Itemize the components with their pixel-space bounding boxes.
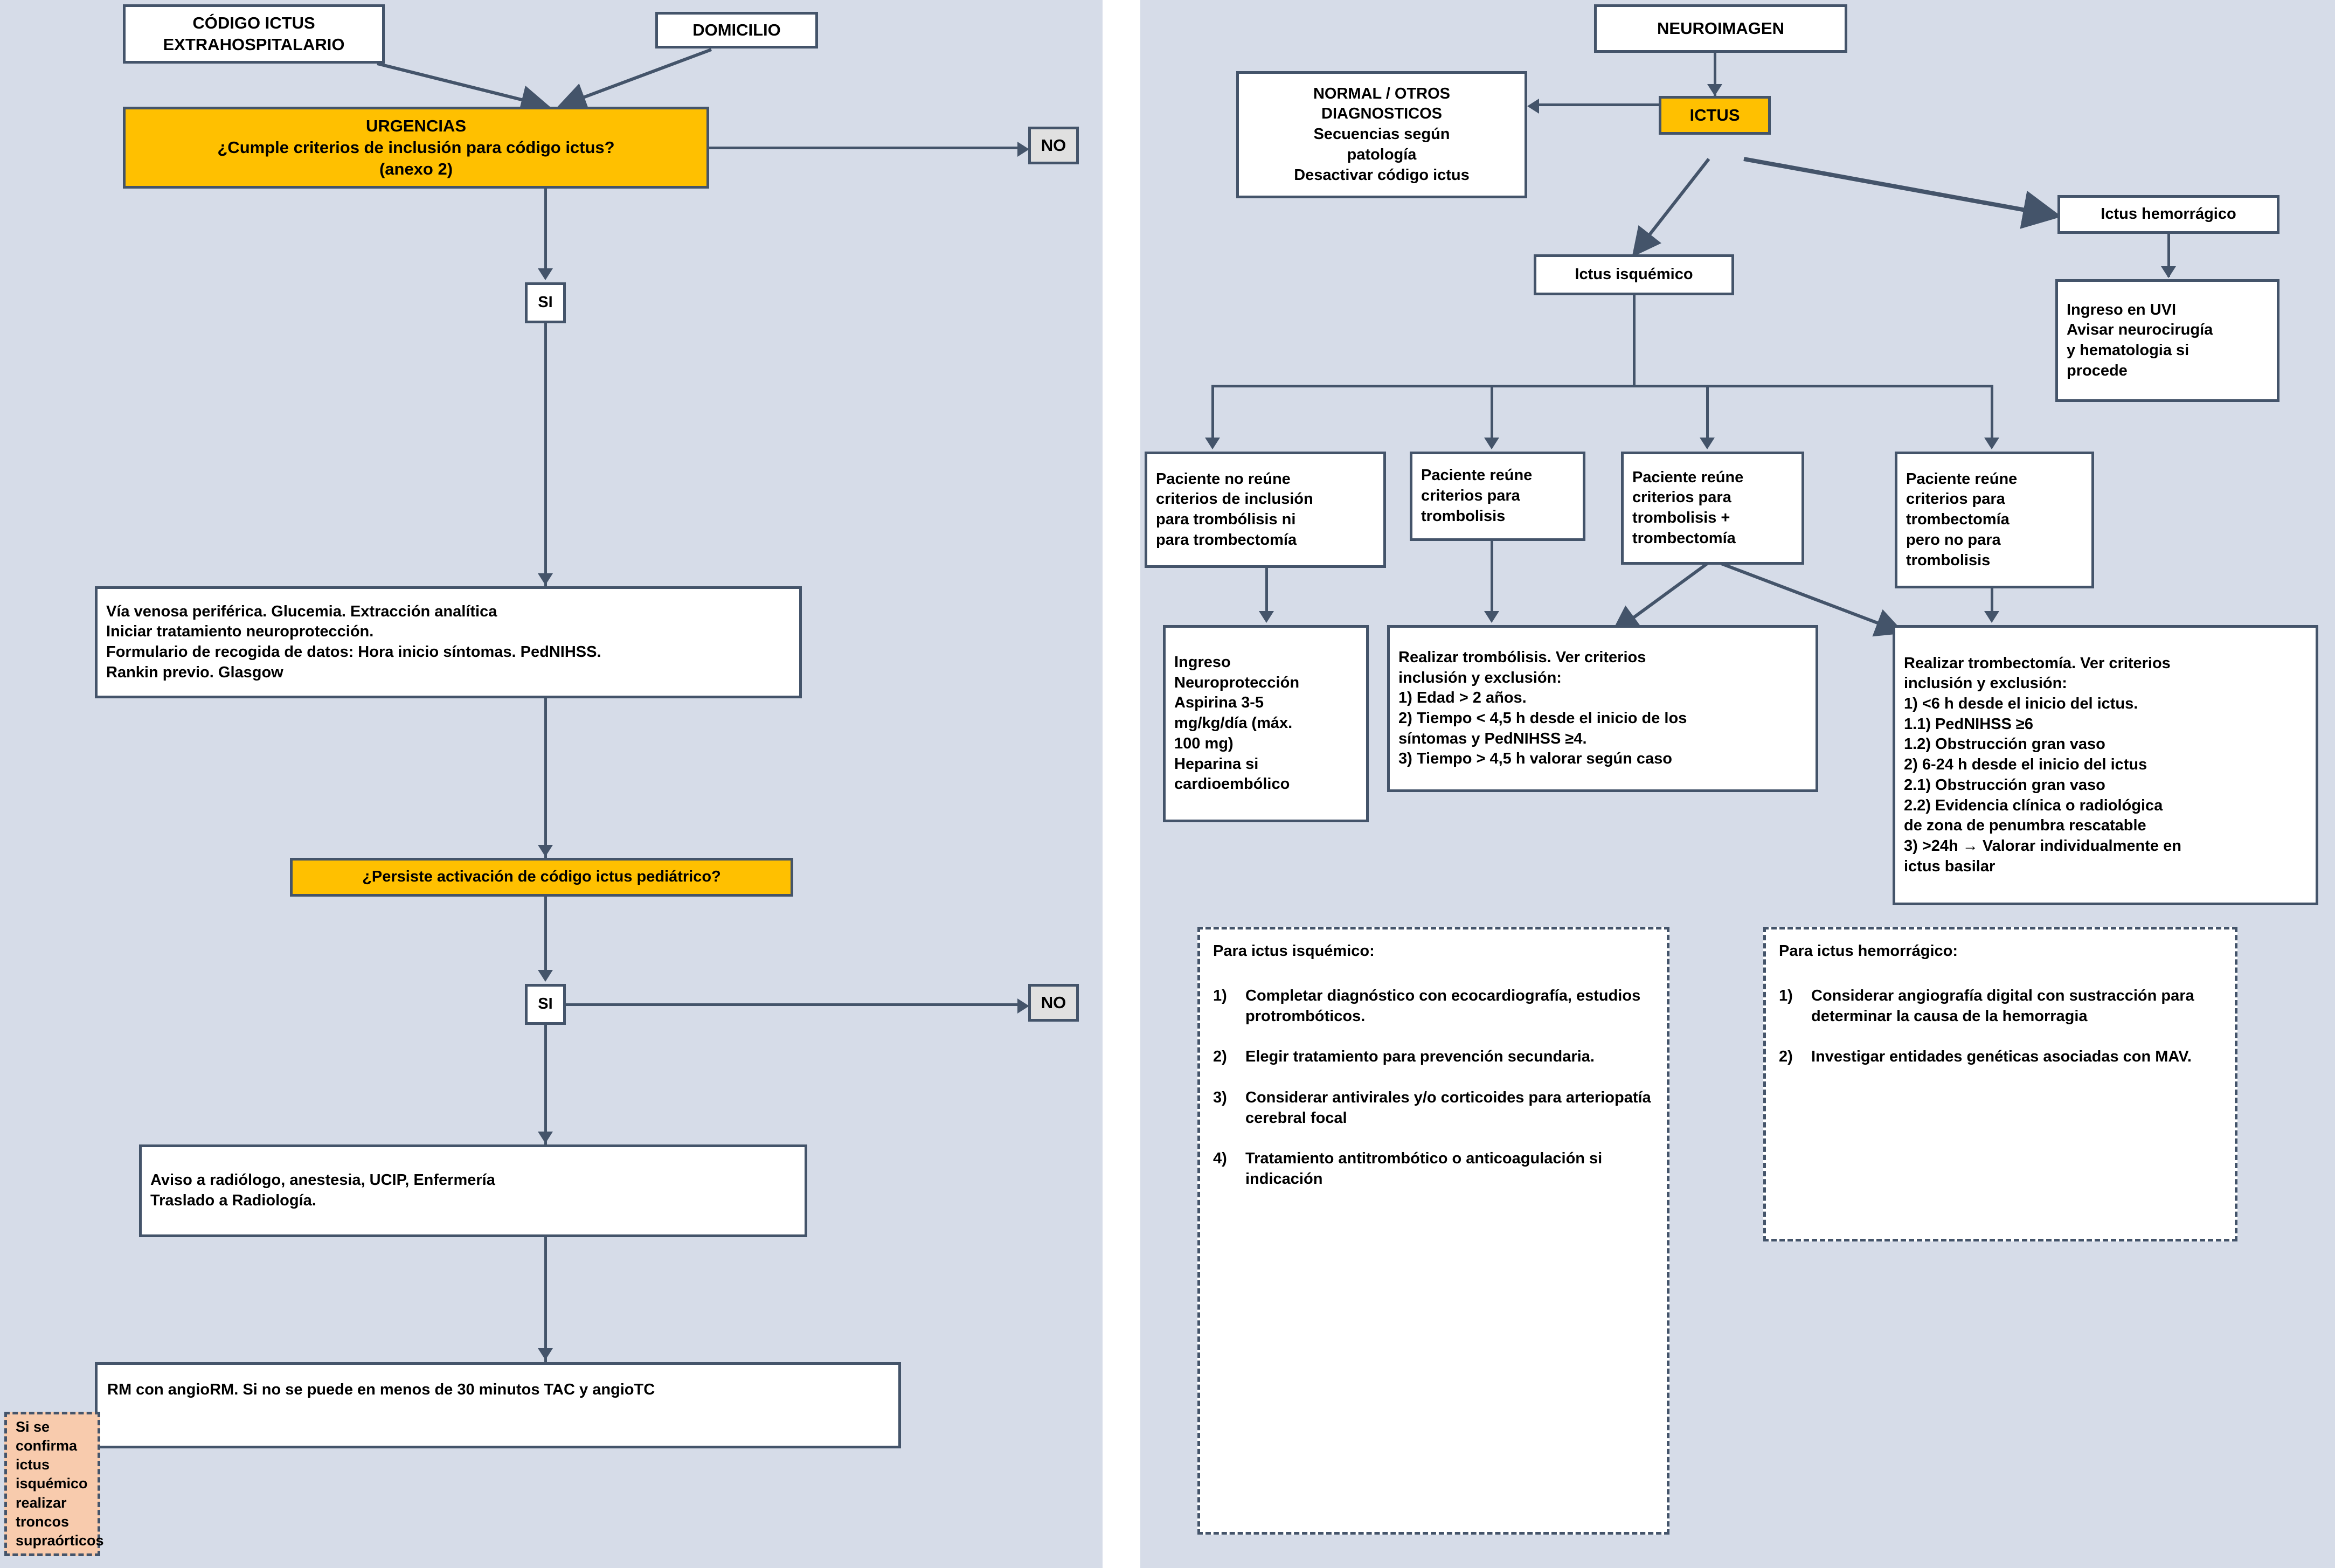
connector-neuroimagen-normal xyxy=(1539,103,1716,106)
node-ingreso-uvi[interactable]: Ingreso en UVI Avisar neurocirugía y hem… xyxy=(2055,279,2279,402)
node-paciente-trombolisis-trombectomia[interactable]: Paciente reúne criterios para trombolisi… xyxy=(1621,452,1804,565)
note-ictus-isquemico[interactable]: Para ictus isquémico: 1)Completar diagnó… xyxy=(1197,927,1669,1535)
node-ictus-isquemico[interactable]: Ictus isquémico xyxy=(1534,254,1734,295)
arrow-trombolisis-realizar xyxy=(1484,611,1499,623)
node-no-2[interactable]: NO xyxy=(1028,984,1079,1022)
arrow-urgencias-si xyxy=(538,268,553,280)
node-no-1[interactable]: NO xyxy=(1028,127,1079,164)
node-rm-angiorm[interactable]: RM con angioRM. Si no se puede en menos … xyxy=(95,1362,901,1448)
connector-isquemico-bus xyxy=(1633,295,1636,387)
connector-aviso-rm xyxy=(544,1237,547,1362)
connector-persiste-si2 xyxy=(544,897,547,977)
list-item: 1)Completar diagnóstico con ecocardiogra… xyxy=(1213,987,1641,1025)
node-ictus-hemorragico[interactable]: Ictus hemorrágico xyxy=(2057,195,2279,234)
connector-noreune-ingreso xyxy=(1265,568,1268,619)
arrow-si2-aviso xyxy=(538,1132,553,1143)
connector-bus-branch-4 xyxy=(1991,385,1993,445)
node-ictus[interactable]: ICTUS xyxy=(1659,96,1771,135)
arrow-hemorragico-uvi xyxy=(2161,266,2176,278)
arrow-bus-branch-2 xyxy=(1484,438,1499,449)
arrow-noreune-ingreso xyxy=(1259,611,1274,623)
note-isquemico-list: 1)Completar diagnóstico con ecocardiogra… xyxy=(1213,966,1654,1210)
connector-si2-aviso xyxy=(544,1025,547,1144)
arrow-urgencias-no xyxy=(1017,142,1029,157)
node-codigo-ictus-extrahospitalario[interactable]: CÓDIGO ICTUS EXTRAHOSPITALARIO xyxy=(123,4,385,64)
node-via-venosa[interactable]: Vía venosa periférica. Glucemia. Extracc… xyxy=(95,586,802,698)
node-troncos-supraorticos[interactable]: Si se confirma ictus isquémico realizar … xyxy=(4,1412,104,1556)
right-panel: NEUROIMAGEN NORMAL / OTROS DIAGNOSTICOS … xyxy=(1140,0,2335,1568)
connector-bus-branch-1 xyxy=(1211,385,1214,445)
arrow-via-venosa-persiste xyxy=(538,845,553,857)
arrow-neuroimagen-ictus xyxy=(1707,84,1722,96)
arrow-bus-branch-4 xyxy=(1984,438,1999,449)
node-domicilio[interactable]: DOMICILIO xyxy=(655,12,818,48)
note-hemorragico-list: 1)Considerar angiografía digital con sus… xyxy=(1779,966,2222,1088)
node-paciente-no-reune[interactable]: Paciente no reúne criterios de inclusión… xyxy=(1145,452,1386,568)
list-item: 2)Investigar entidades genéticas asociad… xyxy=(1779,1048,2192,1066)
node-urgencias[interactable]: URGENCIAS ¿Cumple criterios de inclusión… xyxy=(123,107,709,189)
arrow-bus-branch-3 xyxy=(1700,438,1715,449)
arrow-persiste-si2 xyxy=(538,970,553,982)
connector-trombolisis-realizar xyxy=(1491,541,1493,619)
node-si-2[interactable]: SI xyxy=(525,984,566,1025)
node-normal-otros-diagnosticos[interactable]: NORMAL / OTROS DIAGNOSTICOS Secuencias s… xyxy=(1236,71,1527,198)
node-realizar-trombectomia[interactable]: Realizar trombectomía. Ver criterios inc… xyxy=(1893,625,2318,905)
note-ictus-hemorragico[interactable]: Para ictus hemorrágico: 1)Considerar ang… xyxy=(1763,927,2237,1241)
arrow-trombectomia-realizar xyxy=(1984,611,1999,623)
note-isquemico-heading: Para ictus isquémico: xyxy=(1213,942,1375,960)
node-aviso-radiologo[interactable]: Aviso a radiólogo, anestesia, UCIP, Enfe… xyxy=(139,1144,807,1237)
left-panel-diagonal-connectors xyxy=(377,48,712,114)
connector-si-via-venosa xyxy=(544,323,547,587)
node-si-1[interactable]: SI xyxy=(525,282,566,323)
arrow-si-via-venosa xyxy=(538,573,553,585)
connector-hemorragico-uvi xyxy=(2167,234,2170,277)
list-item: 3)Considerar antivirales y/o corticoides… xyxy=(1213,1088,1651,1127)
node-realizar-trombolisis[interactable]: Realizar trombólisis. Ver criterios incl… xyxy=(1387,625,1818,792)
arrow-si2-no2 xyxy=(1017,998,1029,1014)
list-item: 1)Considerar angiografía digital con sus… xyxy=(1779,987,2194,1025)
node-ingreso-neuroproteccion[interactable]: Ingreso Neuroprotección Aspirina 3-5 mg/… xyxy=(1163,625,1369,822)
node-paciente-trombolisis[interactable]: Paciente reúne criterios para trombolisi… xyxy=(1410,452,1585,541)
arrow-bus-branch-1 xyxy=(1205,438,1220,449)
connector-urgencias-si xyxy=(544,189,547,275)
node-persiste-activacion[interactable]: ¿Persiste activación de código ictus ped… xyxy=(290,858,793,897)
node-neuroimagen[interactable]: NEUROIMAGEN xyxy=(1594,4,1847,53)
node-paciente-trombectomia-no-trombolisis[interactable]: Paciente reúne criterios para trombectom… xyxy=(1895,452,2094,588)
connector-bus-branch-2 xyxy=(1491,385,1493,445)
arrow-neuroimagen-normal xyxy=(1527,99,1539,114)
connector-urgencias-no xyxy=(709,147,1021,149)
connector-trombectomia-realizar xyxy=(1991,588,1993,619)
connector-bus-branch-3 xyxy=(1706,385,1709,445)
connector-bus-horizontal xyxy=(1211,385,1993,387)
left-panel: CÓDIGO ICTUS EXTRAHOSPITALARIO DOMICILIO… xyxy=(0,0,1103,1568)
arrow-aviso-rm xyxy=(538,1348,553,1360)
list-item: 4)Tratamiento antitrombótico o anticoagu… xyxy=(1213,1149,1603,1188)
note-hemorragico-heading: Para ictus hemorrágico: xyxy=(1779,942,1958,960)
connector-neuroimagen-down xyxy=(1714,53,1716,112)
connector-via-venosa-persiste xyxy=(544,698,547,859)
connector-si2-no2 xyxy=(566,1003,1021,1006)
list-item: 2)Elegir tratamiento para prevención sec… xyxy=(1213,1048,1595,1066)
